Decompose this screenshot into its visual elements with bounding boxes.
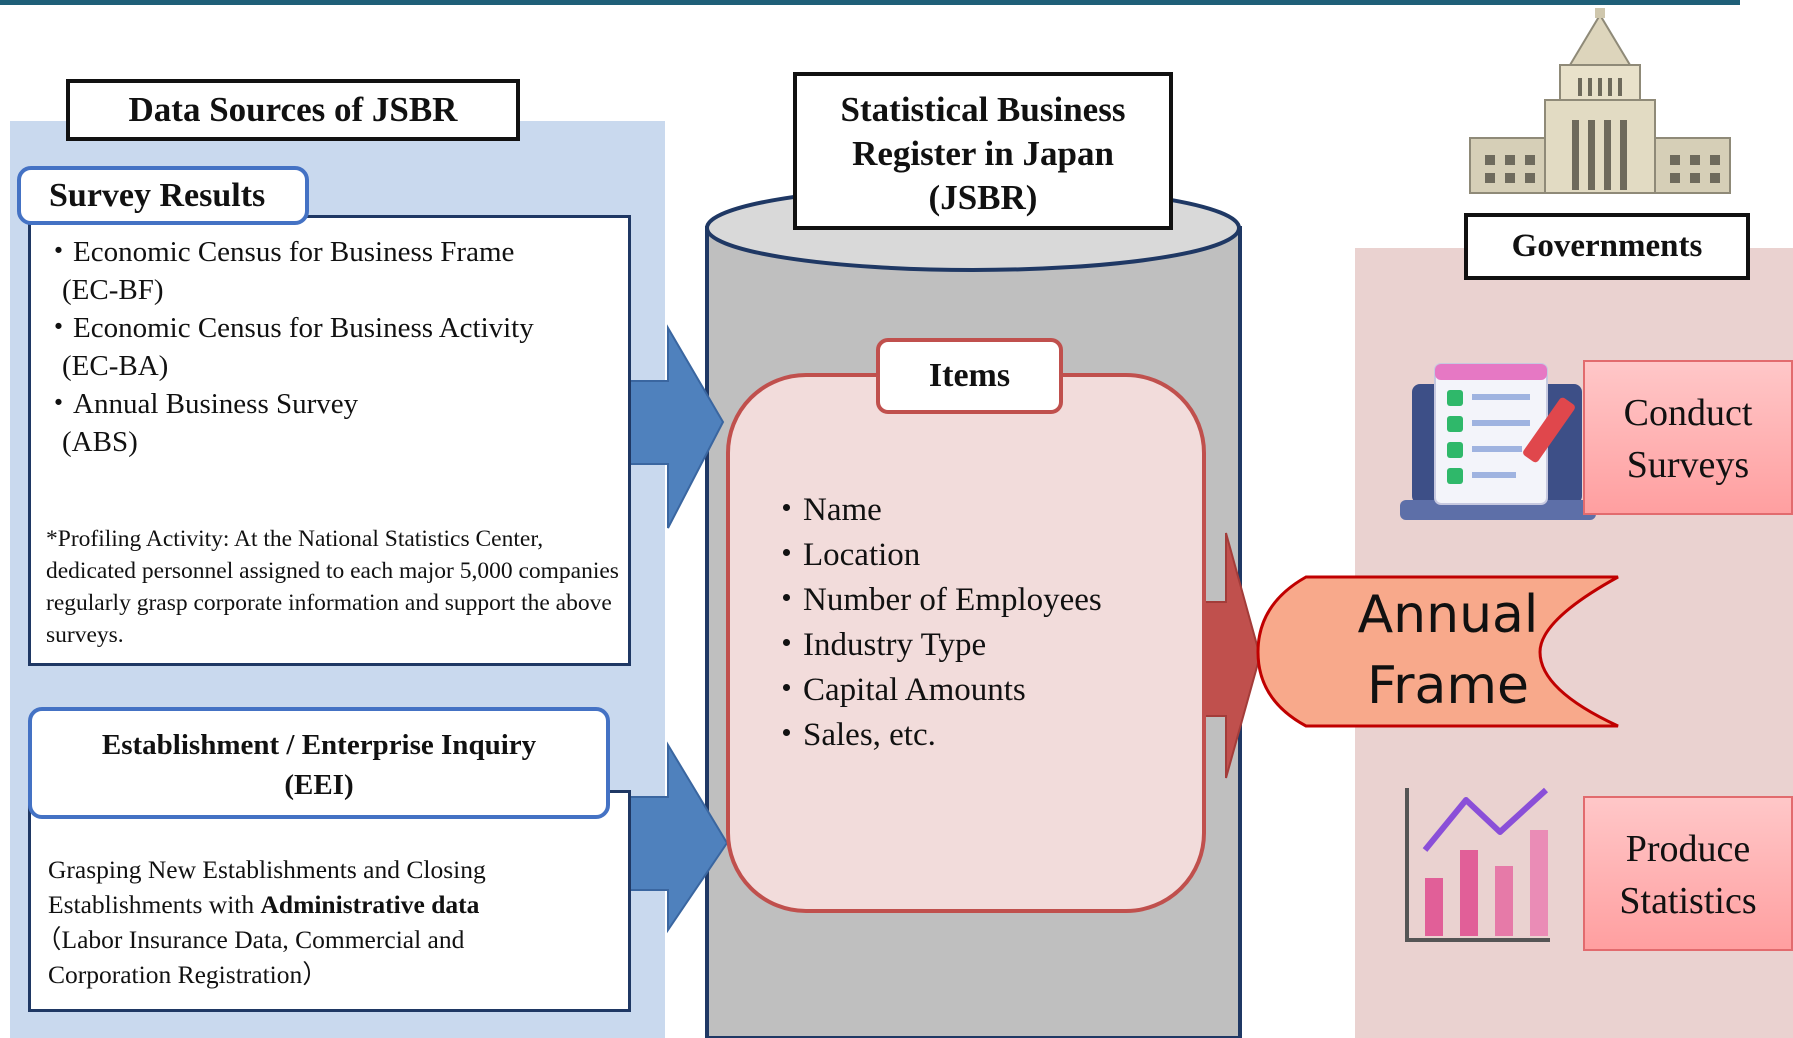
- survey-list: ・Economic Census for Business Frame (EC-…: [44, 233, 624, 461]
- survey-item-ec-bf-abbr: (EC-BF): [62, 274, 164, 306]
- laptop-survey-icon: [1400, 363, 1596, 520]
- survey-item-abs: ・Annual Business Survey: [44, 388, 359, 420]
- eei-body-line3: （Labor Insurance Data, Commercial and: [36, 925, 465, 954]
- items-list: ・Name ・Location ・Number of Employees ・In…: [770, 488, 1200, 758]
- produce-line1: Produce: [1625, 828, 1751, 870]
- survey-item-ec-ba: ・Economic Census for Business Activity: [44, 312, 534, 344]
- governments-title: Governments: [1464, 213, 1750, 280]
- item-capital: ・Capital Amounts: [770, 672, 1026, 708]
- eei-description: Grasping New Establishments and Closing …: [36, 852, 618, 992]
- survey-item-abs-abbr: (ABS): [62, 426, 138, 458]
- item-location: ・Location: [770, 537, 921, 573]
- jsbr-title-line2: Register in Japan: [852, 134, 1114, 173]
- statistics-chart-icon: [1405, 787, 1550, 942]
- produce-statistics-box: Produce Statistics: [1583, 796, 1793, 951]
- eei-body-line1: Grasping New Establishments and Closing: [48, 855, 486, 884]
- eei-heading-line2: (EEI): [284, 769, 354, 801]
- data-sources-title: Data Sources of JSBR: [66, 79, 520, 141]
- conduct-line1: Conduct: [1623, 392, 1753, 434]
- eei-heading: Establishment / Enterprise Inquiry (EEI): [28, 707, 610, 819]
- conduct-line2: Surveys: [1626, 444, 1750, 486]
- annual-frame-label: Annual Frame: [1258, 580, 1638, 722]
- jsbr-title-line3: (JSBR): [928, 178, 1038, 217]
- jsbr-title: Statistical Business Register in Japan (…: [793, 72, 1173, 230]
- eei-body-line4: Corporation Registration）: [48, 960, 328, 989]
- header-rule: [0, 0, 1740, 5]
- jsbr-title-line1: Statistical Business: [840, 90, 1126, 129]
- annual-frame-scroll: [1256, 575, 1619, 728]
- eei-panel: [28, 790, 631, 1012]
- annual-frame-line1: Annual: [1357, 585, 1539, 645]
- item-sales: ・Sales, etc.: [770, 717, 936, 753]
- survey-item-ec-ba-abbr: (EC-BA): [62, 350, 169, 382]
- survey-results-heading: Survey Results: [17, 166, 309, 225]
- conduct-surveys-box: Conduct Surveys: [1583, 360, 1793, 515]
- item-employees: ・Number of Employees: [770, 582, 1102, 618]
- survey-item-ec-bf: ・Economic Census for Business Frame: [44, 236, 515, 268]
- item-name: ・Name: [770, 492, 882, 528]
- survey-results-panel: [28, 215, 631, 666]
- eei-body-line2-bold: Administrative data: [260, 890, 480, 919]
- eei-heading-line1: Establishment / Enterprise Inquiry: [101, 729, 537, 761]
- annual-frame-line2: Frame: [1366, 656, 1530, 716]
- items-heading: Items: [876, 338, 1063, 414]
- profiling-note: *Profiling Activity: At the National Sta…: [46, 526, 619, 648]
- produce-line2: Statistics: [1619, 880, 1757, 922]
- items-box: [726, 373, 1206, 913]
- eei-body-line2: Establishments with Administrative data: [48, 887, 618, 922]
- eei-body-line2-pre: Establishments with: [48, 890, 261, 919]
- item-industry: ・Industry Type: [770, 627, 987, 663]
- parliament-building-icon: [1469, 8, 1731, 194]
